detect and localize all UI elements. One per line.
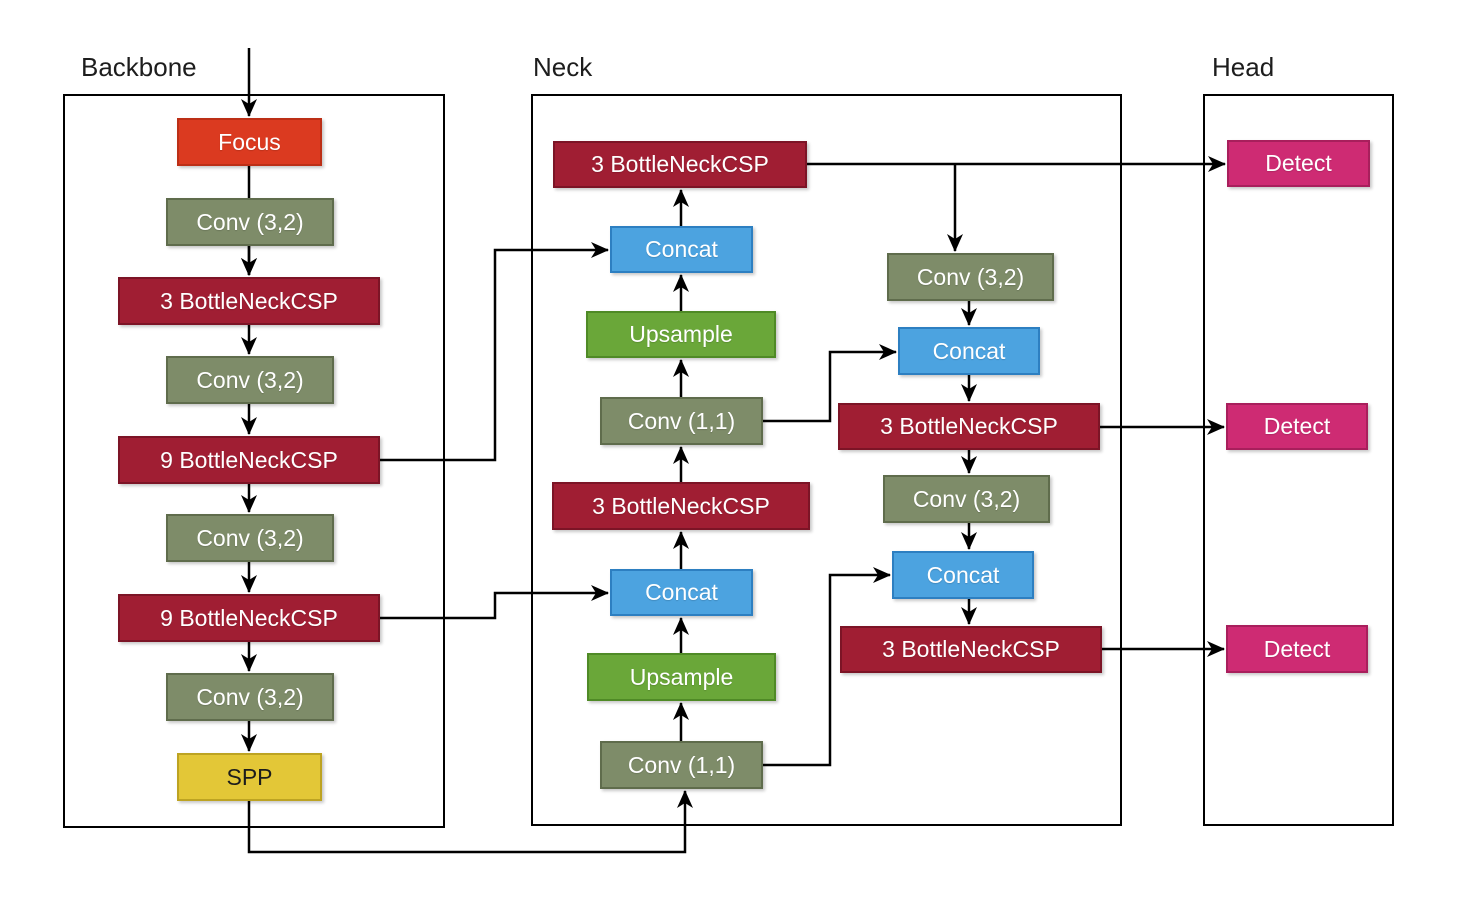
node-neck-upsample-2: Upsample bbox=[587, 653, 776, 701]
node-neck-concat-2: Concat bbox=[610, 569, 753, 616]
node-detect-1: Detect bbox=[1227, 140, 1370, 187]
neck-section-box bbox=[531, 94, 1122, 826]
node-neck-concat-right-2: Concat bbox=[892, 551, 1034, 599]
node-detect-2: Detect bbox=[1226, 403, 1368, 450]
node-backbone-9bottleneckcsp-2: 9 BottleNeckCSP bbox=[118, 594, 380, 642]
node-neck-concat-1: Concat bbox=[610, 226, 753, 273]
node-neck-3bottleneckcsp-mid: 3 BottleNeckCSP bbox=[552, 482, 810, 530]
node-detect-3: Detect bbox=[1226, 625, 1368, 673]
node-backbone-conv-3: Conv (3,2) bbox=[166, 514, 334, 562]
head-section-label: Head bbox=[1212, 52, 1275, 82]
node-neck-3bottleneckcsp-top: 3 BottleNeckCSP bbox=[553, 141, 807, 188]
node-neck-conv11-2: Conv (1,1) bbox=[600, 741, 763, 789]
node-backbone-conv-4: Conv (3,2) bbox=[166, 673, 334, 721]
node-neck-3bottleneckcsp-right-2: 3 BottleNeckCSP bbox=[840, 626, 1102, 673]
node-backbone-3bottleneckcsp: 3 BottleNeckCSP bbox=[118, 277, 380, 325]
node-backbone-conv-1: Conv (3,2) bbox=[166, 198, 334, 246]
node-neck-concat-right-1: Concat bbox=[898, 327, 1040, 375]
node-neck-upsample-1: Upsample bbox=[586, 311, 776, 358]
head-section-box bbox=[1203, 94, 1394, 826]
node-spp: SPP bbox=[177, 753, 322, 801]
node-backbone-9bottleneckcsp-1: 9 BottleNeckCSP bbox=[118, 436, 380, 484]
node-backbone-conv-2: Conv (3,2) bbox=[166, 356, 334, 404]
node-focus: Focus bbox=[177, 118, 322, 166]
node-neck-conv32-right-1: Conv (3,2) bbox=[887, 253, 1054, 301]
backbone-section-label: Backbone bbox=[81, 52, 197, 82]
neck-section-label: Neck bbox=[533, 52, 593, 82]
node-neck-conv11-1: Conv (1,1) bbox=[600, 397, 763, 445]
node-neck-conv32-right-2: Conv (3,2) bbox=[883, 475, 1050, 523]
node-neck-3bottleneckcsp-right-1: 3 BottleNeckCSP bbox=[838, 403, 1100, 450]
